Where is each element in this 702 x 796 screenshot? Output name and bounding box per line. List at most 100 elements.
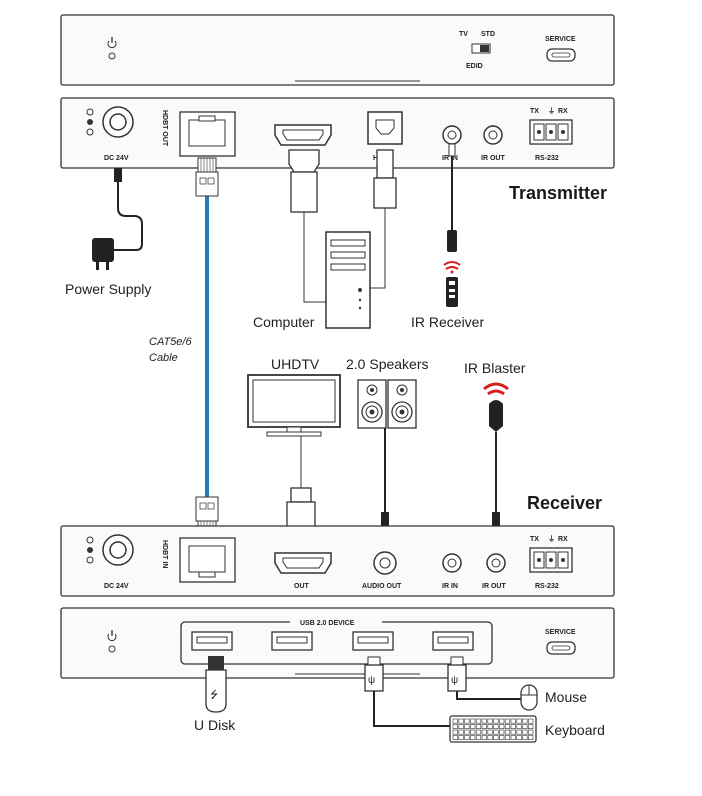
rs232-terminal[interactable]: [529, 547, 573, 573]
keyboard-key: [452, 729, 458, 735]
keyboard-key: [452, 724, 458, 729]
ir-out-label: IR OUT: [482, 583, 506, 590]
usb-group-label: USB 2.0 DEVICE: [300, 620, 355, 627]
keyboard-key: [475, 724, 482, 729]
cat-cable: [195, 157, 219, 536]
keyboard-key: [504, 729, 511, 735]
dc-label: DC 24V: [104, 155, 129, 162]
usb-plug-keyboard: ψ: [364, 656, 450, 727]
keyboard-key: [504, 735, 511, 740]
service-label: SERVICE: [545, 36, 576, 43]
power-supply-label: Power Supply: [65, 281, 151, 297]
usb-port-4[interactable]: [432, 631, 474, 651]
usb-port-1[interactable]: [191, 631, 233, 651]
edid-label: EDID: [466, 63, 483, 70]
keyboard-key: [522, 724, 528, 729]
ir-blaster-label: IR Blaster: [464, 360, 526, 376]
ir-receiver-label: IR Receiver: [411, 314, 484, 330]
transmitter-rear-panel: DC 24V HDBT OUT IN HOST IR IN IR OUT TX …: [60, 97, 615, 169]
cable-label-line2: Cable: [149, 352, 178, 364]
usb-symbol-icon: ψ: [368, 675, 375, 686]
ir-in-label: IR IN: [442, 583, 458, 590]
ir-in-label: IR IN: [442, 155, 458, 162]
keyboard-key: [516, 735, 522, 740]
keyboard-key: [470, 735, 476, 740]
keyboard-key: [464, 729, 470, 735]
ir-in-port[interactable]: [442, 553, 462, 573]
keyboard-key: [458, 729, 464, 735]
ir-out-port[interactable]: [483, 125, 503, 145]
edid-switch-knob: [480, 45, 489, 52]
mouse-icon: [520, 684, 538, 711]
usb-host-port[interactable]: [367, 111, 403, 145]
keyboard-key: [493, 729, 499, 735]
audio-out-label: AUDIO OUT: [362, 583, 402, 590]
usb-plug-mouse: ψ: [447, 656, 521, 700]
keyboard-key: [475, 729, 482, 735]
dc-power-jack[interactable]: [102, 106, 134, 138]
keyboard-key: [510, 724, 516, 729]
ir-out-port[interactable]: [486, 553, 506, 573]
rj45-plug-top: [195, 157, 219, 197]
keyboard-key: [499, 735, 505, 740]
hdmi-out-label: OUT: [294, 583, 310, 590]
power-icon: [107, 630, 117, 653]
keyboard-key: [458, 735, 464, 740]
keyboard-key: [452, 735, 458, 740]
keyboard-key: [470, 729, 476, 735]
keyboard-key: [510, 718, 516, 724]
usb-port-2[interactable]: [271, 631, 313, 651]
hdmi-in-port[interactable]: [274, 124, 332, 146]
keyboard-key: [487, 718, 493, 724]
ir-in-port[interactable]: [442, 125, 462, 145]
edid-tv-label: TV: [459, 31, 468, 38]
keyboard-key: [481, 735, 487, 740]
keyboard-key: [487, 724, 493, 729]
rs232-label: RS-232: [535, 583, 559, 590]
keyboard-key: [522, 718, 528, 724]
rx-label: RX: [558, 536, 568, 543]
speaker-left-icon: [357, 379, 387, 429]
computer: [288, 149, 397, 329]
dc-power-jack[interactable]: [102, 534, 134, 566]
transmitter-title: Transmitter: [509, 183, 607, 203]
audio-out-port[interactable]: [373, 551, 397, 575]
ir-out-label: IR OUT: [481, 155, 505, 162]
hdmi-plug-computer: [288, 149, 320, 213]
hdbt-out-label: HDBT OUT: [161, 110, 168, 147]
usb-symbol-icon: ψ: [451, 675, 458, 686]
hdmi-out-port[interactable]: [274, 552, 332, 574]
hdbt-in-label: HDBT IN: [161, 540, 168, 568]
keyboard-key: [516, 724, 522, 729]
tv-icon: [247, 374, 341, 437]
keyboard-key: [470, 718, 476, 724]
ground-icon: ⏚: [548, 535, 555, 543]
uhdtv: [247, 374, 341, 551]
keyboard-key: [493, 735, 499, 740]
usb-port-3[interactable]: [352, 631, 394, 651]
hdbt-in-port[interactable]: [179, 537, 236, 583]
ir-wave-icon: [443, 261, 461, 274]
hdbt-out-port[interactable]: [179, 111, 236, 157]
power-supply: [92, 168, 143, 270]
keyboard-key: [528, 735, 534, 740]
keyboard-key: [499, 724, 505, 729]
keyboard-key: [499, 718, 505, 724]
keyboard-key: [504, 718, 511, 724]
keyboard-key: [458, 724, 464, 729]
keyboard-key: [528, 724, 534, 729]
keyboard-label: Keyboard: [545, 722, 605, 738]
power-icon: [107, 37, 117, 60]
keyboard-key: [504, 724, 511, 729]
ir-wave-icon: [483, 382, 509, 396]
keyboard-key: [522, 735, 528, 740]
keyboard-key: [522, 729, 528, 735]
rx-label: RX: [558, 108, 568, 115]
keyboard-key: [493, 724, 499, 729]
receiver-front-panel: USB 2.0 DEVICE SERVICE: [60, 607, 615, 679]
keyboard-key: [452, 718, 458, 724]
tx-label: TX: [530, 536, 539, 543]
rs232-terminal[interactable]: [529, 119, 573, 145]
speakers: [357, 379, 417, 537]
